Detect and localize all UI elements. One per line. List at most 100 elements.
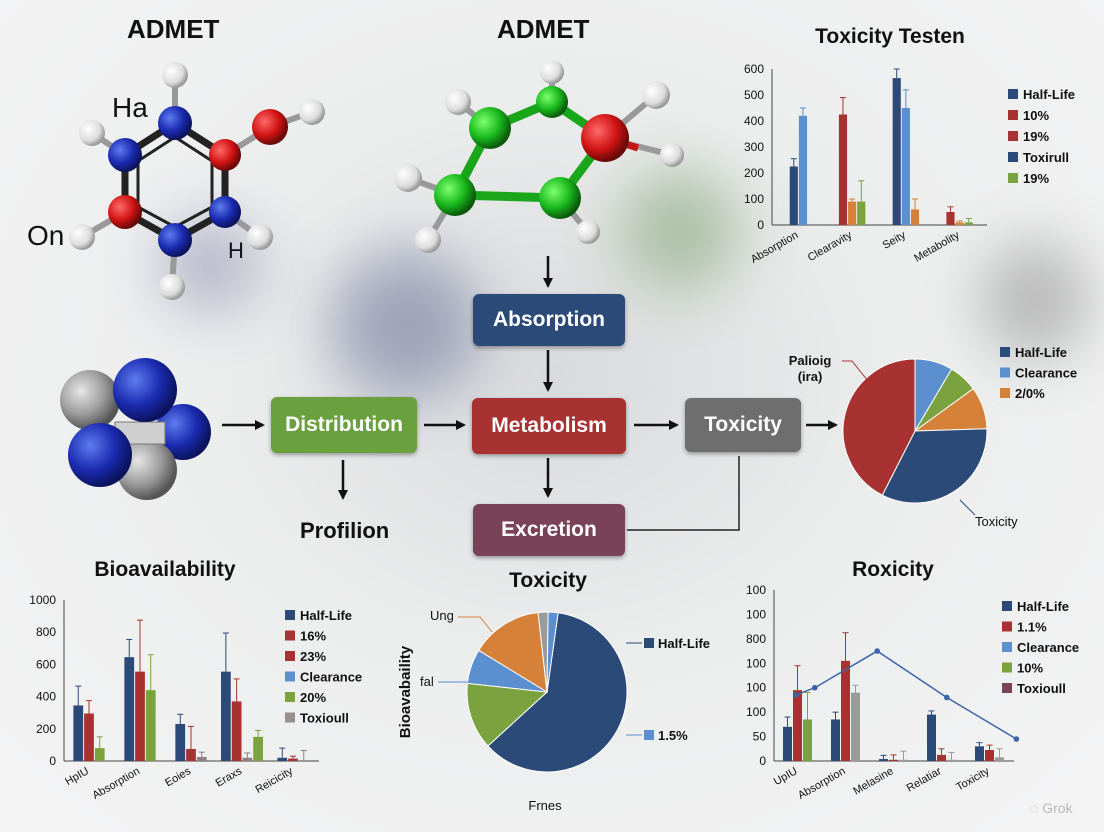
legend-swatch — [1008, 152, 1018, 162]
bar — [975, 746, 984, 761]
legend-swatch — [285, 630, 295, 641]
y-tick-label: 400 — [744, 114, 764, 128]
toxicity-testen-chart: Toxicity Testen0100200300400500600Absorp… — [744, 25, 1075, 266]
pie-callout-label: (ira) — [798, 369, 823, 384]
bar — [955, 222, 964, 225]
bar — [186, 748, 196, 761]
x-tick-label: Absorption — [90, 765, 142, 802]
y-tick-label: 100 — [746, 681, 766, 695]
background-blob — [330, 250, 480, 400]
bar — [995, 757, 1004, 761]
legend-swatch — [1002, 662, 1012, 673]
x-tick-label: HpIU — [63, 765, 91, 788]
legend-label: Clearance — [1015, 366, 1077, 381]
pie-slice — [546, 611, 559, 693]
bar — [964, 222, 973, 225]
heading-admet-center: ADMET — [497, 14, 590, 44]
cluster-molecule — [60, 358, 211, 500]
legend-swatch — [1000, 367, 1010, 378]
x-tick-label: Absorption — [749, 229, 801, 266]
x-tick-label: Melasine — [851, 765, 895, 797]
bar — [253, 736, 263, 761]
bar — [937, 754, 946, 761]
bar — [288, 758, 298, 761]
distribution-box: Distribution — [271, 397, 417, 453]
heading-admet-left: ADMET — [127, 14, 220, 44]
legend-label: Half-Life — [300, 608, 352, 623]
bar — [145, 690, 156, 761]
y-tick-label: 600 — [36, 657, 56, 671]
bar — [94, 748, 105, 761]
bar — [879, 759, 888, 761]
pie-slice — [466, 682, 549, 747]
x-tick-label: Eoies — [163, 765, 193, 789]
legend-swatch — [285, 651, 295, 661]
legend-label: 1.1% — [1017, 620, 1047, 635]
y-tick-label: 400 — [36, 690, 56, 704]
bar — [231, 701, 242, 761]
y-tick-label: 300 — [744, 140, 764, 154]
legend-swatch — [1002, 683, 1012, 693]
bar — [175, 723, 186, 761]
legend-swatch — [285, 712, 295, 723]
legend-swatch — [1008, 131, 1018, 141]
legend-label: Clearance — [300, 670, 362, 685]
pie-bottom-label: Toxicity — [975, 514, 1018, 529]
y-tick-label: 200 — [744, 166, 764, 180]
bar — [857, 201, 866, 225]
legend-label: 20% — [300, 690, 326, 705]
legend-label: Clearance — [1017, 640, 1079, 655]
trend-point — [944, 694, 950, 701]
x-tick-label: UpIU — [772, 765, 800, 788]
y-tick-label: 100 — [746, 656, 766, 670]
trend-point — [1013, 736, 1020, 742]
y-tick-label: 800 — [36, 625, 56, 639]
legend-swatch — [644, 638, 654, 648]
bar — [910, 209, 920, 225]
legend-label: 10% — [1017, 661, 1043, 676]
bar — [793, 690, 802, 761]
legend-label: Half-Life — [1017, 599, 1069, 614]
absorption-box: Absorption — [473, 294, 625, 346]
y-axis-label: Bioavabaility — [397, 645, 414, 738]
chart-title: Toxicity — [509, 569, 587, 592]
bar — [221, 671, 231, 761]
trend-point — [792, 692, 799, 698]
profilion-label: Profilion — [300, 518, 390, 543]
trend-point — [874, 648, 880, 654]
legend-swatch — [285, 610, 295, 620]
legend-label: 2/0% — [1015, 386, 1045, 401]
y-tick-label: 1000 — [29, 593, 56, 607]
legend-label: Toxioull — [1017, 681, 1066, 696]
legend-swatch — [1000, 347, 1010, 357]
x-tick-label: Absorption — [796, 765, 848, 802]
background-blob — [980, 240, 1090, 360]
toxicity-box: Toxicity — [685, 398, 801, 452]
molecule-label-ha: Ha — [112, 92, 148, 123]
legend-label: 16% — [300, 629, 326, 644]
bar — [783, 726, 792, 761]
chart-title: Roxicity — [852, 558, 934, 581]
legend-swatch — [644, 730, 654, 740]
y-tick-label: 50 — [753, 730, 767, 744]
bar — [841, 660, 850, 761]
y-tick-label: 0 — [49, 754, 56, 768]
legend-swatch — [1002, 642, 1012, 652]
y-tick-label: 0 — [759, 754, 766, 768]
bar — [947, 759, 956, 761]
legend-label: Half-Life — [1023, 87, 1075, 102]
legend-label: Toxioull — [300, 711, 349, 726]
watermark-text: Grok — [1042, 800, 1073, 816]
excretion-box: Excretion — [473, 504, 625, 556]
legend-swatch — [1008, 173, 1018, 183]
watermark-grok: ◌ Grok — [1030, 800, 1073, 816]
x-tick-label: Metabolity — [912, 229, 962, 265]
legend-swatch — [285, 692, 295, 702]
x-tick-label: Toxicity — [954, 765, 992, 794]
y-tick-label: 200 — [36, 722, 56, 736]
bar — [985, 750, 994, 761]
bar — [851, 692, 860, 761]
legend-label: 19% — [1023, 171, 1049, 186]
